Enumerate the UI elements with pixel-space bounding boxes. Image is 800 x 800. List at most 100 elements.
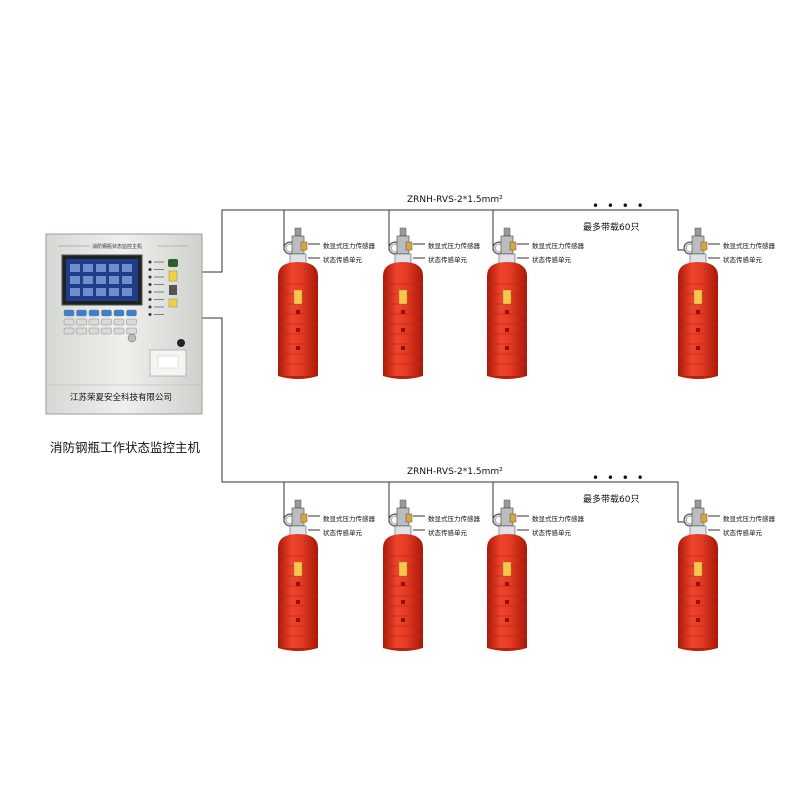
row2-c2-base [383,648,423,651]
panel-key [88,318,100,326]
row1-c1-status-sensor [300,241,308,251]
panel-dark-button [169,285,177,295]
row2-c4-warning-label [693,561,703,577]
row2-c4-shoulder [678,534,718,548]
panel-key [76,318,87,326]
panel-printer-slot [157,355,179,369]
row2-c4-status-sensor [700,513,708,523]
row2-c3-mark [505,618,509,622]
panel-key [88,327,100,335]
row1-c1-base [278,376,318,379]
row2-c2-mark [401,582,405,586]
row1-c1-mark [296,328,300,332]
row1-c2-shoulder [383,262,423,276]
panel-small-button [168,298,178,308]
panel-key [113,309,125,317]
panel-key-lock [177,339,185,347]
row2-c3-warning-label [502,561,512,577]
row2-c3-mark [505,600,509,604]
row2-ellipsis: • • • • [592,471,646,485]
row1-c2-warning-label [398,289,408,305]
screen-tile [96,264,106,272]
row1-c2-pressure-label: 数显式压力传感器 [428,242,480,250]
screen-tile [109,288,119,296]
row1-c4-warning-label [693,289,703,305]
indicator-led [148,298,152,301]
row2-c4-status-label: 状态传感单元 [723,529,762,537]
row2-c1-shoulder [278,534,318,548]
row1-c3-status-label: 状态传感单元 [532,256,571,264]
row2-c3-status-label: 状态传感单元 [532,529,571,537]
row2-c2-status-label: 状态传感单元 [428,529,467,537]
row2-c1-valve-stem [294,499,302,509]
screen-tile [83,276,93,284]
screen-tile [96,276,106,284]
row2-c1-status-sensor [300,513,308,523]
row2-c1-mark [296,618,300,622]
row1-c1-status-label: 状态传感单元 [323,256,362,264]
row2-c1-warning-label [293,561,303,577]
row2-c2-status-sensor [405,513,413,523]
panel-key [63,309,75,317]
panel-caption: 消防钢瓶工作状态监控主机 [50,440,201,455]
row1-c4-valve-stem [694,227,702,237]
screen-tile [83,264,93,272]
row2-c4-pressure-label: 数显式压力传感器 [723,515,775,523]
row1-c2-mark [401,346,405,350]
row1-ellipsis: • • • • [592,199,646,213]
panel-key-switch [168,259,178,267]
panel-key [101,318,112,326]
indicator-led [148,268,152,271]
row1-c4-base [678,376,718,379]
row1-c1-mark [296,346,300,350]
panel-key [113,327,125,335]
panel-key [101,327,112,335]
panel-round-button [127,333,137,343]
row2-bus-cable [200,317,690,523]
screen-tile [96,288,106,296]
row1-c3-mark [505,328,509,332]
row2-c3-status-sensor [509,513,517,523]
row2-c2-valve-stem [399,499,407,509]
row2-c4-mark [696,582,700,586]
row1-c3-warning-label [502,289,512,305]
row1-c4-mark [696,328,700,332]
row1-c4-mark [696,310,700,314]
row1-c3-pressure-label: 数显式压力传感器 [532,242,584,250]
screen-tile [70,264,80,272]
screen-tile [122,288,132,296]
panel-key [76,309,87,317]
row2-c2-warning-label [398,561,408,577]
row2-c1-mark [296,582,300,586]
panel-key [88,309,100,317]
row1-c4-shoulder [678,262,718,276]
row2-c3-pressure-label: 数显式压力传感器 [532,515,584,523]
row1-c1-pressure-label: 数显式压力传感器 [323,242,375,250]
panel-key [101,309,112,317]
row1-c3-mark [505,346,509,350]
row1-c3-mark [505,310,509,314]
panel-yellow-button [168,270,178,282]
row1-c3-valve-stem [503,227,511,237]
row2-c4-valve-stem [694,499,702,509]
indicator-led [148,283,152,286]
row2-c3-base [487,648,527,651]
panel-header-text: 消防钢瓶状态监控主机 [92,244,143,250]
row1-c2-mark [401,328,405,332]
panel-key [63,318,75,326]
row2-c1-pressure-label: 数显式压力传感器 [323,515,375,523]
row1-bus-cable [200,209,690,273]
row2-c1-mark [296,600,300,604]
row2-c1-base [278,648,318,651]
row1-c4-mark [696,346,700,350]
row1-c1-shoulder [278,262,318,276]
panel-key [76,327,87,335]
row1-c4-status-sensor [700,241,708,251]
screen-tile [70,288,80,296]
panel-key [126,318,137,326]
screen-tile [70,276,80,284]
screen-tile [109,276,119,284]
panel-key [126,327,137,335]
row2-c4-base [678,648,718,651]
panel-key [63,327,75,335]
